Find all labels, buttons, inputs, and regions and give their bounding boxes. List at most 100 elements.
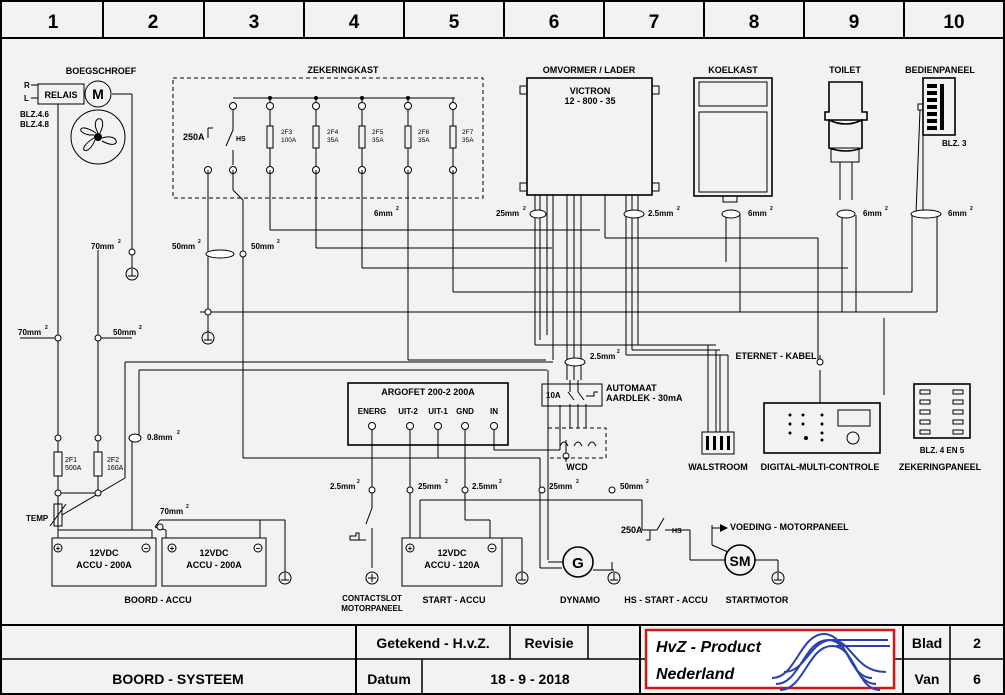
blz45-label: BLZ. 4 EN 5 — [920, 446, 965, 455]
svg-text:6mm: 6mm — [748, 209, 767, 218]
temp-label: TEMP — [26, 514, 49, 523]
fuse-2f4-id: 2F4 — [327, 129, 339, 136]
voeding-label: VOEDING - MOTORPANEEL — [730, 522, 849, 532]
svg-text:2: 2 — [523, 206, 526, 212]
argofet-terminal-in: IN — [490, 407, 498, 416]
koelkast-label: KOELKAST — [708, 65, 758, 75]
fridge: KOELKAST — [693, 65, 773, 203]
blz3-label: BLZ. 3 — [942, 139, 967, 148]
svg-text:6mm: 6mm — [948, 209, 967, 218]
battery-200a-1: + − 12VDC ACCU - 200A — [51, 537, 157, 587]
ground-icons — [125, 267, 785, 585]
svg-text:25mm: 25mm — [549, 482, 572, 491]
svg-text:2.5mm: 2.5mm — [330, 482, 355, 491]
wcd-label: WCD — [566, 462, 588, 472]
svg-text:2: 2 — [45, 325, 48, 331]
walstroom-label: WALSTROOM — [688, 462, 748, 472]
bow-thruster: BOEGSCHROEF R L RELAIS M BLZ.4.6 BLZ.4.8 — [20, 66, 137, 165]
svg-text:70mm: 70mm — [18, 328, 41, 337]
svg-text:2: 2 — [198, 239, 201, 245]
wiring — [20, 93, 938, 572]
wall-socket: WCD — [547, 427, 607, 472]
svg-text:−: − — [490, 544, 495, 553]
drawn-by: Getekend - H.v.Z. — [376, 635, 489, 651]
column-number-7: 7 — [649, 12, 660, 33]
boord-accu-label: BOORD - ACCU — [124, 595, 191, 605]
svg-text:+: + — [170, 544, 175, 553]
svg-text:50mm: 50mm — [251, 242, 274, 251]
relay-l-label: L — [24, 94, 29, 103]
svg-text:0.8mm: 0.8mm — [147, 433, 172, 442]
fuse-2f7-rating: 35A — [462, 137, 474, 144]
fuse-2f3-id: 2F3 — [281, 129, 293, 136]
zekeringkast-label: ZEKERINGKAST — [307, 65, 379, 75]
company-name-line-1: HvZ - Product — [656, 639, 762, 656]
toilet-label: TOILET — [829, 65, 861, 75]
svg-text:2: 2 — [885, 206, 888, 212]
aardlek-label: AARDLEK - 30mA — [606, 393, 683, 403]
fuse-2f1-id: 2F1 — [65, 457, 77, 464]
fuse-2f2-rating: 160A — [107, 465, 124, 472]
date-value: 18 - 9 - 2018 — [490, 671, 570, 687]
argofet-terminal-uit2: UIT-2 — [398, 407, 418, 416]
ignition-switch: CONTACTSLOT MOTORPANEEL — [341, 532, 403, 613]
total-sheets: 6 — [973, 671, 981, 687]
svg-text:2: 2 — [139, 325, 142, 331]
svg-text:2.5mm: 2.5mm — [590, 352, 615, 361]
svg-text:+: + — [56, 544, 61, 553]
svg-text:2: 2 — [277, 239, 280, 245]
temp-sensor: TEMP — [26, 503, 67, 527]
battery-200a-2: + − 12VDC ACCU - 200A — [161, 537, 267, 587]
battery-3-label: ACCU - 120A — [424, 560, 480, 570]
svg-text:50mm: 50mm — [113, 328, 136, 337]
fuse-2f7-id: 2F7 — [462, 129, 474, 136]
svg-text:6mm: 6mm — [863, 209, 882, 218]
drawing-title: BOORD - SYSTEEM — [112, 671, 243, 687]
relais-label: RELAIS — [44, 90, 77, 100]
victron-label: VICTRON — [570, 86, 611, 96]
start-accu-label: START - ACCU — [423, 595, 486, 605]
cable-bundles — [128, 209, 942, 443]
rcd-breaker: 10A AUTOMAAT AARDLEK - 30mA — [541, 383, 683, 407]
company-name-line-2: Nederland — [656, 666, 735, 683]
svg-text:70mm: 70mm — [91, 242, 114, 251]
company-logo: HvZ - Product Nederland — [644, 628, 896, 691]
junctions — [54, 248, 824, 531]
column-number-8: 8 — [749, 12, 760, 33]
revision-label: Revisie — [524, 635, 573, 651]
svg-text:50mm: 50mm — [620, 482, 643, 491]
column-number-3: 3 — [249, 12, 260, 33]
argofet-isolator: ARGOFET 200-2 200A ENERG UIT-2 UIT-1 GND… — [347, 382, 509, 446]
argofet-terminal-gnd: GND — [456, 407, 474, 416]
battery-1-label: ACCU - 200A — [76, 560, 132, 570]
startmotor-label: STARTMOTOR — [726, 595, 789, 605]
inverter-charger: OMVORMER / LADER VICTRON 12 - 800 - 35 — [519, 65, 660, 196]
contactslot-label-2: MOTORPANEEL — [341, 604, 403, 613]
battery-2-label: ACCU - 200A — [186, 560, 242, 570]
column-number-9: 9 — [849, 12, 860, 33]
battery-1-voltage: 12VDC — [89, 548, 119, 558]
shore-power-connector: WALSTROOM — [688, 431, 748, 472]
dynamo-label: DYNAMO — [560, 595, 600, 605]
svg-text:2: 2 — [357, 479, 360, 485]
dynamo-icon: G DYNAMO — [548, 546, 614, 605]
start-battery-switch: 250A HS HS - START - ACCU — [621, 517, 708, 605]
column-number-5: 5 — [449, 12, 460, 33]
svg-text:2: 2 — [186, 504, 189, 510]
svg-text:2: 2 — [617, 349, 620, 355]
svg-text:−: − — [256, 544, 261, 553]
automaat-label: AUTOMAAT — [606, 383, 657, 393]
svg-text:70mm: 70mm — [160, 507, 183, 516]
column-number-1: 1 — [48, 12, 59, 33]
sm-label: SM — [730, 553, 751, 569]
blz-46-label: BLZ.4.6 — [20, 110, 49, 119]
svg-text:2: 2 — [499, 479, 502, 485]
fuse-2f2-id: 2F2 — [107, 457, 119, 464]
propeller-icon — [70, 109, 126, 165]
motor-m-label: M — [92, 86, 104, 102]
svg-text:2.5mm: 2.5mm — [472, 482, 497, 491]
argofet-terminal-uit1: UIT-1 — [428, 407, 448, 416]
blz-48-label: BLZ.4.8 — [20, 120, 49, 129]
fuse-2f1-rating: 500A — [65, 465, 82, 472]
